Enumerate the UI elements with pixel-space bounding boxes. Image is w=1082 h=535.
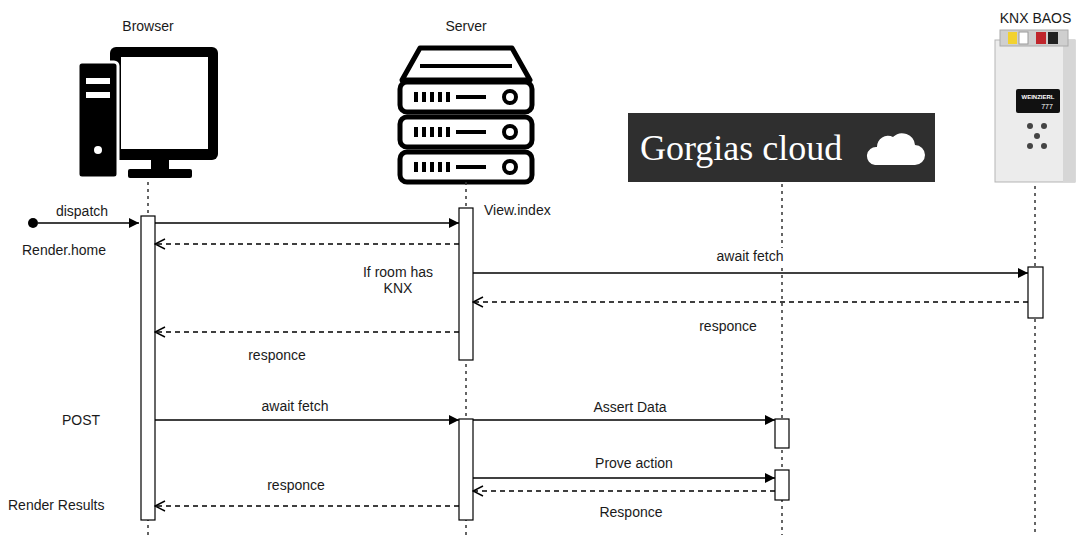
server-roof [402, 48, 530, 80]
lifeline [1034, 186, 1036, 535]
activation-bar [141, 216, 155, 520]
terminal-red [1036, 32, 1046, 44]
monitor-screen [121, 57, 208, 149]
annotation: POST [62, 412, 100, 428]
call-message [473, 272, 1028, 273]
device-side [1063, 40, 1075, 182]
lifelines [148, 182, 1035, 535]
computer-icon [78, 47, 218, 178]
message-label: responce [265, 477, 327, 493]
annotation: If room has KNX [352, 264, 444, 296]
participant-name: KNX BAOS [1000, 10, 1072, 26]
knx-device [995, 30, 1075, 182]
participant-name: Server [445, 18, 486, 34]
start-dot [28, 218, 38, 228]
monitor-frame [110, 47, 218, 160]
terminal-white [1019, 32, 1028, 44]
call-message [473, 419, 775, 420]
dispatch-start [28, 218, 139, 228]
message-label: await fetch [260, 398, 331, 414]
participant-name: Gorgias cloud [640, 127, 842, 169]
device-body [995, 40, 1075, 182]
call-message [155, 222, 459, 223]
lifeline-column: KNX BAOS [1028, 10, 1043, 520]
logo-band: Gorgias cloud [628, 113, 935, 182]
return-message [155, 505, 459, 506]
annotation: Render Results [8, 497, 105, 513]
activation-bar [775, 419, 789, 448]
cloud-icon [865, 129, 925, 169]
annotation: dispatch [56, 203, 108, 219]
lifeline-column: Browser [141, 10, 155, 520]
activation-bars [141, 208, 1043, 520]
dispatch-arrow [38, 222, 139, 223]
lifeline-column: Gorgias cloud [775, 10, 789, 520]
server-icon [400, 48, 532, 182]
server-roof-slot [420, 64, 512, 68]
call-message [155, 419, 459, 420]
device-text: WEINZIERL [1022, 93, 1055, 101]
return-message [473, 490, 775, 491]
activation-bar [459, 208, 473, 360]
device-button [1034, 133, 1040, 139]
return-message [155, 243, 459, 244]
message-label: Responce [597, 504, 664, 520]
participant-name: Browser [122, 18, 173, 34]
activation-bar [459, 419, 473, 520]
terminal-block [1000, 30, 1068, 46]
annotation: Render.home [22, 242, 106, 258]
server-unit [400, 82, 532, 112]
message-label: Assert Data [591, 399, 668, 415]
message-label: responce [697, 318, 759, 334]
tower-button [94, 146, 102, 154]
server-unit [400, 117, 532, 147]
tower-slot [86, 92, 110, 98]
annotation: View.index [484, 202, 551, 218]
monitor-base [128, 169, 192, 178]
terminal-yellow [1008, 32, 1017, 44]
device-button [1041, 123, 1047, 129]
device-text: 777 [1041, 102, 1053, 111]
message-label: responce [246, 347, 308, 363]
device-display [1016, 89, 1060, 113]
activation-bar [1028, 267, 1043, 318]
lifeline-column: Server [459, 10, 473, 520]
pc-tower [78, 62, 118, 178]
message-label: Prove action [593, 455, 675, 471]
device-button [1027, 143, 1033, 149]
activation-bar [775, 470, 789, 500]
return-message [473, 301, 1028, 302]
tower-slot [86, 78, 110, 84]
device-button [1027, 123, 1033, 129]
server-unit [400, 152, 532, 182]
message-label: await fetch [715, 248, 786, 264]
cloud-shape [867, 133, 925, 165]
monitor-neck [151, 160, 169, 170]
device-button [1041, 143, 1047, 149]
terminal-black [1048, 32, 1058, 44]
return-message [155, 331, 459, 332]
call-message [473, 477, 775, 478]
